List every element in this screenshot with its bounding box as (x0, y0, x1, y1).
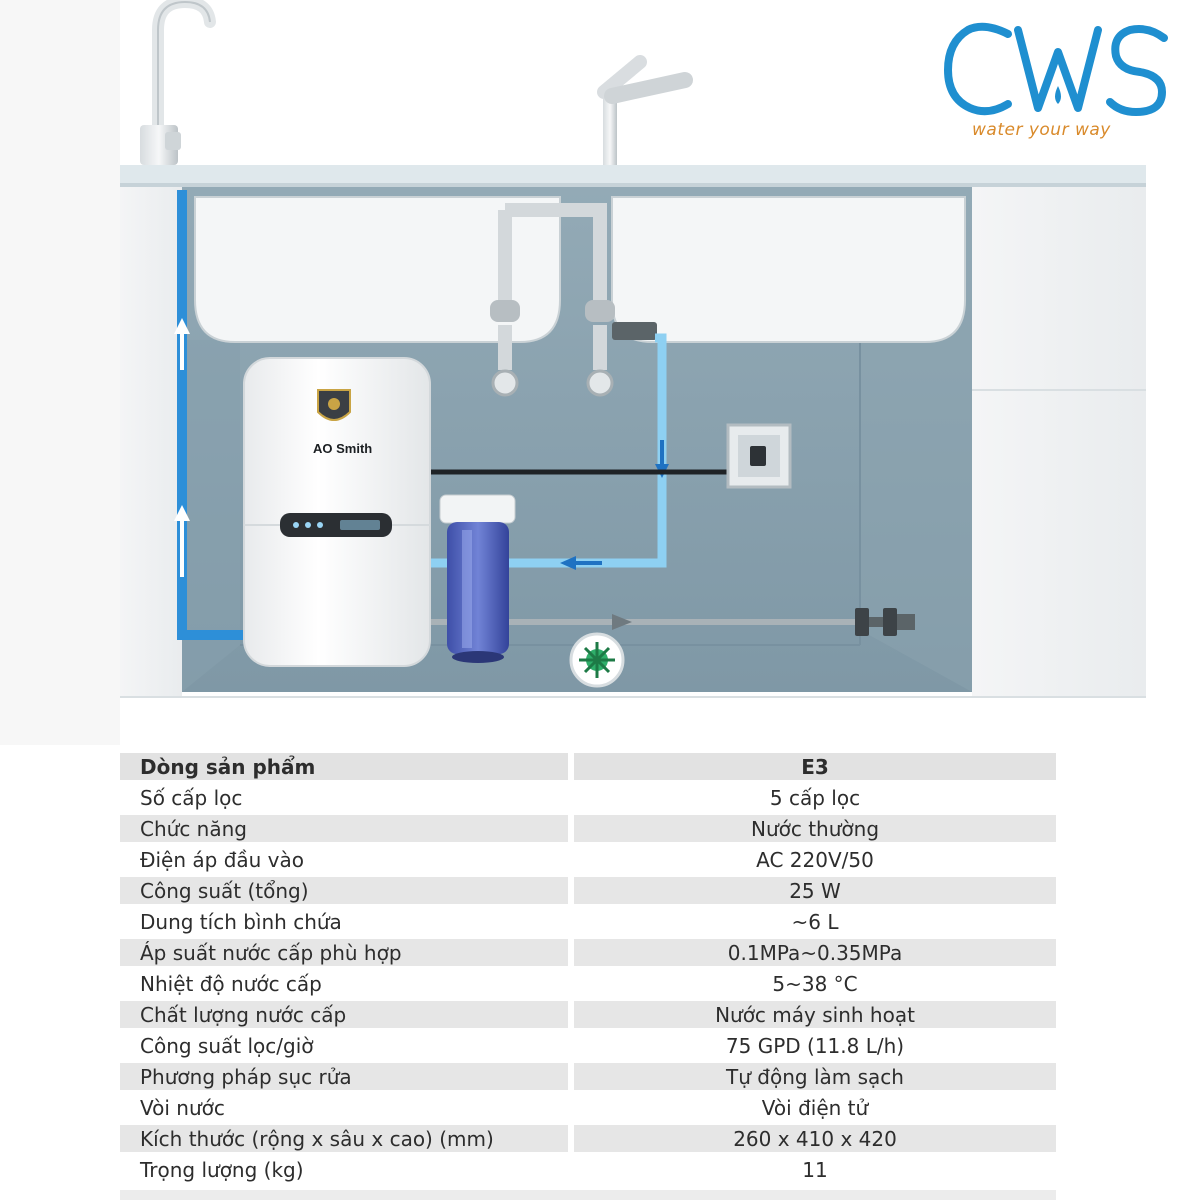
spec-value: 260 x 410 x 420 (574, 1125, 1056, 1152)
spec-gap (568, 846, 574, 873)
spec-gap (568, 939, 574, 966)
table-bottom-strip (120, 1190, 1056, 1200)
spec-gap (568, 970, 574, 997)
ro-purifier-unit: AO Smith (243, 357, 431, 667)
spec-label: Chức năng (120, 815, 568, 842)
drain-valve-icon (855, 608, 915, 636)
power-outlet-icon (726, 423, 792, 489)
spec-gap (568, 753, 574, 780)
cabinet-left-panel (120, 187, 182, 697)
spec-value: 0.1MPa~0.35MPa (574, 939, 1056, 966)
spec-label: Điện áp đầu vào (120, 846, 568, 873)
spec-row: Dung tích bình chứa~6 L (120, 908, 1056, 935)
angle-valve-icon (612, 322, 657, 340)
flow-arrows (174, 318, 190, 577)
spec-value: AC 220V/50 (574, 846, 1056, 873)
spec-value: 11 (574, 1156, 1056, 1183)
spec-gap (568, 877, 574, 904)
spec-gap (568, 1032, 574, 1059)
spec-gap (568, 908, 574, 935)
drain-pipes (498, 203, 607, 370)
control-panel (280, 513, 392, 537)
countertop (120, 165, 1146, 187)
flush-indicator-icon (569, 632, 625, 688)
spec-value: Tự động làm sạch (574, 1063, 1056, 1090)
spec-gap (568, 815, 574, 842)
spec-label: Nhiệt độ nước cấp (120, 970, 568, 997)
sink-basin-left (194, 196, 561, 343)
spec-gap (568, 1094, 574, 1121)
spec-label: Công suất lọc/giờ (120, 1032, 568, 1059)
spec-gap (568, 1001, 574, 1028)
brand-label: AO Smith (313, 441, 372, 456)
spec-label: Trọng lượng (kg) (120, 1156, 568, 1183)
spec-label: Công suất (tổng) (120, 877, 568, 904)
sink-basin-right (611, 196, 966, 343)
installation-diagram: AO Smith (120, 0, 1146, 698)
spec-gap (568, 1156, 574, 1183)
spec-value: 5 cấp lọc (574, 784, 1056, 811)
spec-gap (568, 1125, 574, 1152)
spec-label: Chất lượng nước cấp (120, 1001, 568, 1028)
spec-label: Áp suất nước cấp phù hợp (120, 939, 568, 966)
spec-label: Kích thước (rộng x sâu x cao) (mm) (120, 1125, 568, 1152)
spec-row: Kích thước (rộng x sâu x cao) (mm)260 x … (120, 1125, 1056, 1152)
spec-row: Công suất (tổng)25 W (120, 877, 1056, 904)
spec-gap (568, 784, 574, 811)
pre-filter-icon (439, 494, 516, 663)
faucet-icon (140, 0, 216, 165)
spec-value: Nước máy sinh hoạt (574, 1001, 1056, 1028)
spec-label: Số cấp lọc (120, 784, 568, 811)
spec-value: Nước thường (574, 815, 1056, 842)
logo-tagline: water your way (972, 120, 1111, 140)
sink-faucet-icon (597, 55, 693, 165)
spec-label: Vòi nước (120, 1094, 568, 1121)
cabinet-right-panel (972, 187, 1146, 697)
spec-value: 25 W (574, 877, 1056, 904)
spec-label: Phương pháp sục rửa (120, 1063, 568, 1090)
spec-label: Dòng sản phẩm (120, 753, 568, 780)
spec-value: Vòi điện tử (574, 1094, 1056, 1121)
spec-row: Trọng lượng (kg)11 (120, 1156, 1056, 1183)
spec-value: E3 (574, 753, 1056, 780)
spec-value: 75 GPD (11.8 L/h) (574, 1032, 1056, 1059)
spec-label: Dung tích bình chứa (120, 908, 568, 935)
cws-logo (943, 22, 1168, 117)
spec-value: ~6 L (574, 908, 1056, 935)
spec-gap (568, 1063, 574, 1090)
spec-value: 5~38 °C (574, 970, 1056, 997)
